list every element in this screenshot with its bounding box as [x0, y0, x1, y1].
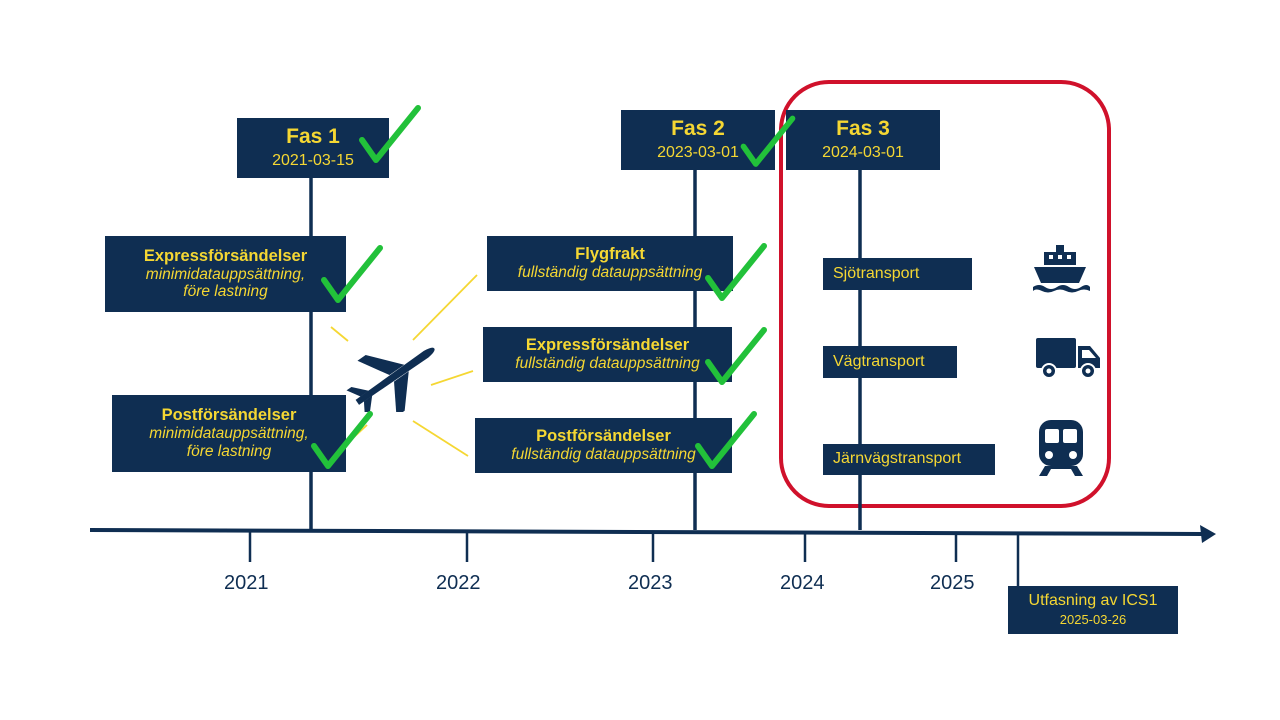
fas2-date: 2023-03-01 [657, 144, 739, 162]
year-label-2025: 2025 [930, 572, 975, 594]
year-label-2024: 2024 [780, 572, 825, 594]
check-icon [705, 243, 767, 301]
fas3-header: Fas 3 2024-03-01 [786, 110, 940, 170]
fas3-mode-jarnvagstransport: Järnvägstransport [823, 444, 995, 475]
check-icon [705, 327, 767, 385]
year-label-2021: 2021 [224, 572, 269, 594]
fas2-header: Fas 2 2023-03-01 [621, 110, 775, 170]
timeline-arrowhead [1200, 525, 1216, 543]
ship-icon [1033, 245, 1090, 293]
fas1-item-express-title: Expressförsändelser [143, 246, 308, 265]
check-icon [321, 245, 383, 303]
fas3-mode-jarnvagstransport-label: Järnvägstransport [833, 450, 962, 468]
fas2-title: Fas 2 [671, 117, 725, 141]
fas2-item-flygfrakt-title: Flygfrakt [575, 245, 645, 264]
fas1-item-express-sub1: minimidatauppsättning, [145, 265, 306, 283]
airplane-icon [346, 347, 435, 412]
fas1-item-post-sub1: minimidatauppsättning, [149, 425, 309, 443]
fas3-date: 2024-03-01 [822, 144, 904, 162]
fas3-mode-vagtransport: Vägtransport [823, 346, 957, 378]
check-icon [695, 411, 757, 469]
fas1-title: Fas 1 [286, 125, 340, 149]
fas3-mode-vagtransport-label: Vägtransport [833, 352, 925, 370]
fas1-date: 2021-03-15 [272, 152, 354, 170]
fas3-mode-sjotransport: Sjötransport [823, 258, 972, 290]
fas2-item-flygfrakt-sub: fullständig datauppsättning [517, 264, 703, 282]
fas3-highlight-frame [779, 80, 1111, 508]
ics1-phaseout-title: Utfasning av ICS1 [1028, 592, 1158, 610]
year-label-2022: 2022 [436, 572, 481, 594]
fas1-item-post: Postförsändelser minimidatauppsättning, … [112, 395, 346, 472]
check-icon [359, 105, 421, 163]
year-label-2023: 2023 [628, 572, 673, 594]
fas2-item-express-title: Expressförsändelser [525, 336, 690, 355]
fas1-item-express: Expressförsändelser minimidatauppsättnin… [105, 236, 346, 312]
fas2-item-flygfrakt: Flygfrakt fullständig datauppsättning [487, 236, 733, 291]
fas1-item-express-sub2: före lastning [183, 283, 268, 301]
fas3-title: Fas 3 [836, 117, 890, 141]
fas1-item-post-sub2: före lastning [186, 442, 272, 460]
fas2-item-express: Expressförsändelser fullständig dataupps… [483, 327, 732, 382]
truck-icon [1036, 338, 1100, 379]
timeline-axis [89, 528, 1203, 536]
check-icon [311, 411, 373, 469]
fas2-item-post-sub: fullständig datauppsättning [511, 446, 696, 464]
check-icon [740, 115, 796, 167]
fas1-header: Fas 1 2021-03-15 [237, 118, 389, 178]
fas2-item-post-title: Postförsändelser [536, 427, 671, 446]
fas3-mode-sjotransport-label: Sjötransport [833, 264, 920, 282]
ics1-phaseout-date: 2025-03-26 [1059, 611, 1127, 627]
ics1-phaseout-box: Utfasning av ICS1 2025-03-26 [1008, 586, 1178, 634]
fas2-item-post: Postförsändelser fullständig datauppsätt… [475, 418, 732, 473]
fas2-item-express-sub: fullständig datauppsättning [515, 355, 700, 373]
train-icon [1039, 420, 1083, 476]
fas1-item-post-title: Postförsändelser [161, 406, 297, 425]
